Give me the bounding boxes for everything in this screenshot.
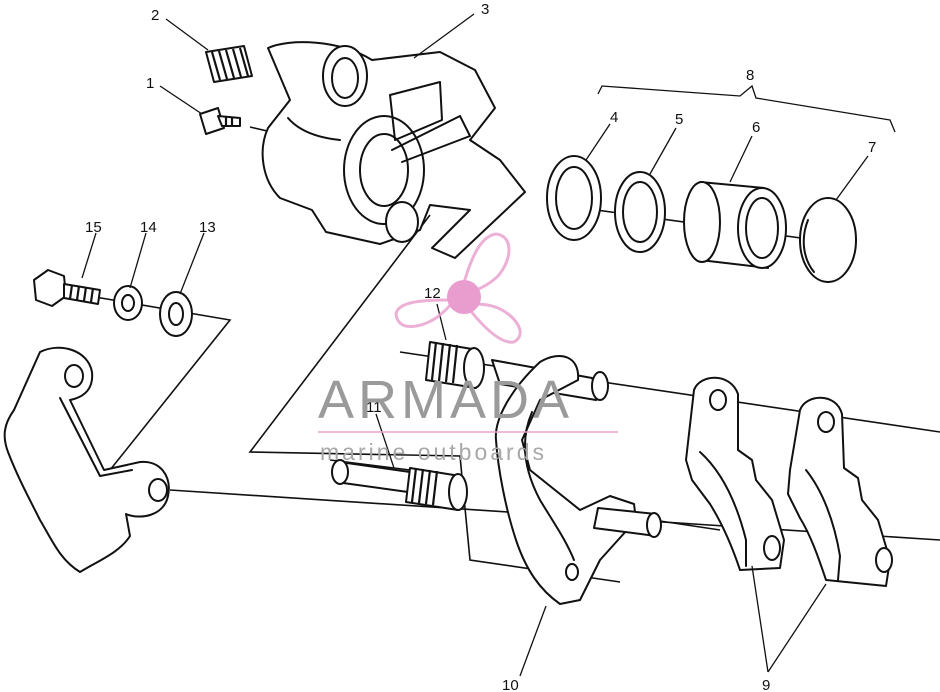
callout-labels: 1 2 3 4 5 6 7 8 9 10 11 12 13 14 15 <box>85 1 876 692</box>
part-1-bleeder-screw <box>199 107 241 135</box>
watermark-brand-name: ARMADA <box>318 370 573 430</box>
callout-5: 5 <box>675 111 683 128</box>
part-5-dust-seal <box>614 171 666 253</box>
part-2-bleeder-cap <box>205 45 253 83</box>
part-15-bolt <box>33 269 101 307</box>
part-10-support-bracket <box>491 355 662 605</box>
callout-12: 12 <box>424 285 441 302</box>
callout-6: 6 <box>752 119 760 136</box>
propeller-hub <box>447 280 481 314</box>
part-7-piston-cap <box>799 197 857 283</box>
callout-4: 4 <box>610 109 618 126</box>
part-12-pin-boot <box>425 341 485 389</box>
part-9-brake-pad-a <box>685 376 785 571</box>
callout-10: 10 <box>502 677 519 692</box>
part-6-piston <box>683 181 787 269</box>
callout-8: 8 <box>746 67 754 84</box>
callout-1: 1 <box>146 75 154 92</box>
propeller-blade-right <box>468 302 522 344</box>
watermark-logo <box>394 232 522 344</box>
callout-2: 2 <box>151 7 159 24</box>
part-11-slide-pin <box>331 459 468 511</box>
part-9-brake-pad-b <box>787 396 893 587</box>
propeller-blade-left <box>394 298 454 328</box>
part-13-washer <box>159 291 193 337</box>
watermark-tagline: marine outboards <box>320 439 547 465</box>
part-3-caliper-body <box>261 41 526 259</box>
callout-13: 13 <box>199 219 216 236</box>
callout-7: 7 <box>868 139 876 156</box>
callout-9: 9 <box>762 677 770 692</box>
group-8-bracket <box>597 84 896 133</box>
mounting-bracket <box>3 346 170 573</box>
propeller-blade-top <box>460 232 511 296</box>
part-4-piston-seal <box>546 155 602 241</box>
callout-3: 3 <box>481 1 489 18</box>
callout-11: 11 <box>366 399 382 416</box>
callout-15: 15 <box>85 219 102 236</box>
callout-14: 14 <box>140 219 157 236</box>
leader-lines <box>81 13 869 677</box>
part-14-lock-washer <box>113 285 143 321</box>
